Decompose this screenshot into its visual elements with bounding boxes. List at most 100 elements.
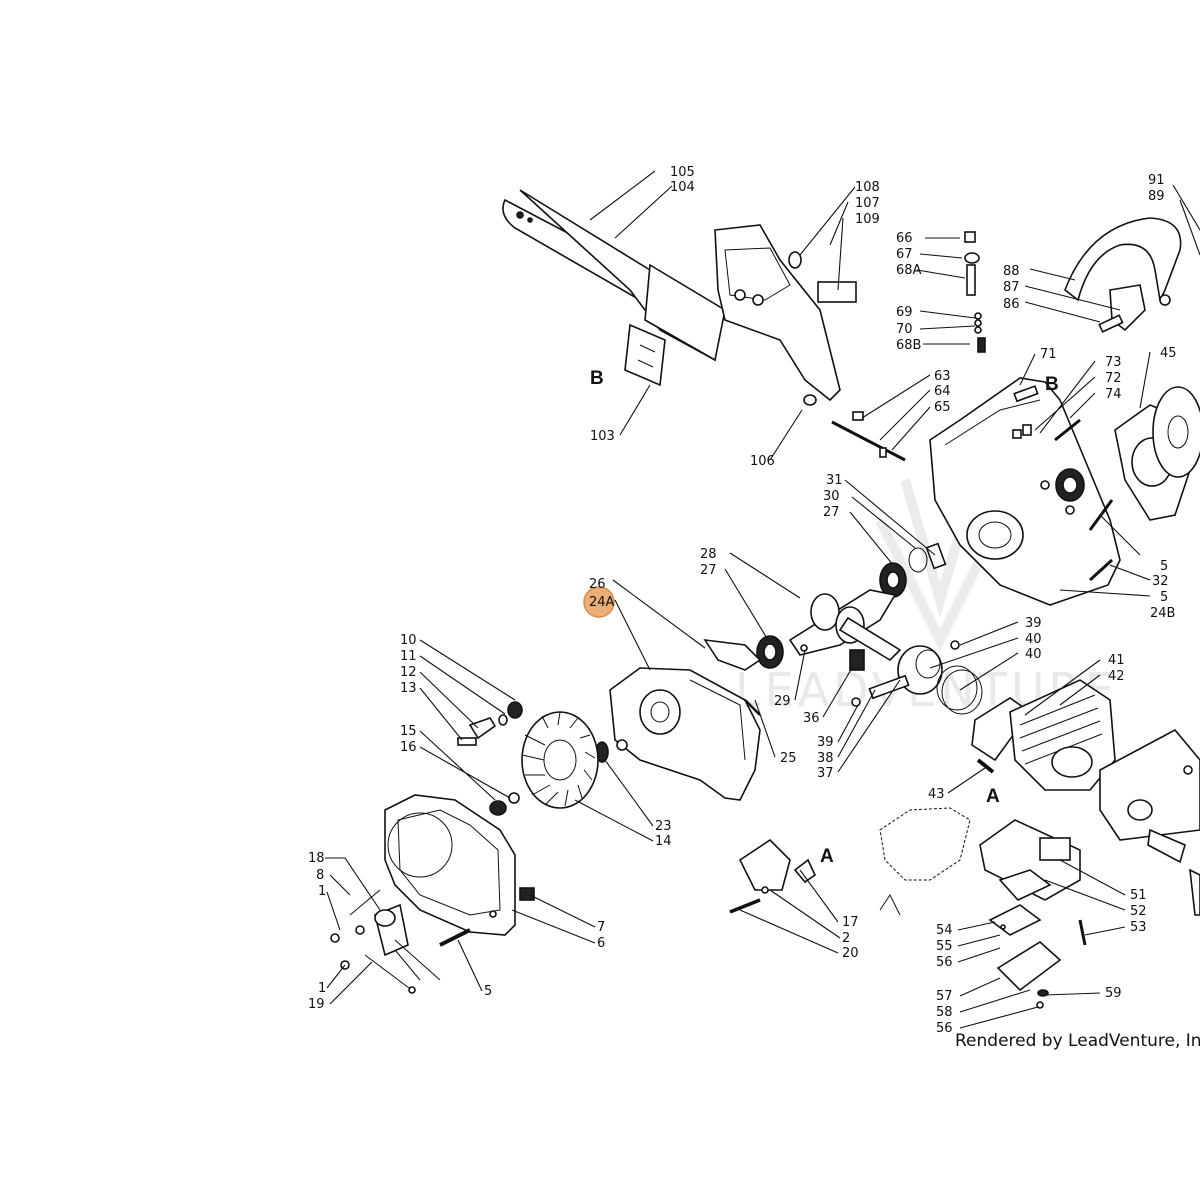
callout-107[interactable]: 107 bbox=[855, 196, 880, 211]
callout-65[interactable]: 65 bbox=[934, 400, 951, 415]
callout-27-left[interactable]: 27 bbox=[700, 563, 717, 578]
bar-plate bbox=[644, 263, 726, 362]
callout-31[interactable]: 31 bbox=[826, 473, 843, 488]
callout-56-bottom[interactable]: 56 bbox=[936, 1021, 953, 1036]
callout-17[interactable]: 17 bbox=[842, 915, 859, 930]
highlight-marker bbox=[583, 586, 615, 618]
callout-41[interactable]: 41 bbox=[1108, 653, 1125, 668]
callout-70[interactable]: 70 bbox=[896, 322, 913, 337]
callout-64[interactable]: 64 bbox=[934, 384, 951, 399]
callout-A-left[interactable]: A bbox=[820, 846, 834, 867]
callout-1-top[interactable]: 1 bbox=[318, 884, 326, 899]
callout-67[interactable]: 67 bbox=[896, 247, 913, 262]
callout-104[interactable]: 104 bbox=[670, 180, 695, 195]
callout-23[interactable]: 23 bbox=[655, 819, 672, 834]
callout-30[interactable]: 30 bbox=[823, 489, 840, 504]
crankcase-right bbox=[929, 377, 1121, 606]
callout-A-right[interactable]: A bbox=[986, 786, 1000, 807]
callout-63[interactable]: 63 bbox=[934, 369, 951, 384]
callout-5-top[interactable]: 5 bbox=[1160, 559, 1168, 574]
callout-13[interactable]: 13 bbox=[400, 681, 417, 696]
callout-57[interactable]: 57 bbox=[936, 989, 953, 1004]
callout-42[interactable]: 42 bbox=[1108, 669, 1125, 684]
label-plate bbox=[817, 281, 857, 303]
callout-19[interactable]: 19 bbox=[308, 997, 325, 1012]
callout-5-mid[interactable]: 5 bbox=[1160, 590, 1168, 605]
callout-B-right[interactable]: B bbox=[1045, 374, 1059, 395]
callout-105[interactable]: 105 bbox=[670, 165, 695, 180]
callout-14[interactable]: 14 bbox=[655, 834, 672, 849]
gasket-57 bbox=[996, 941, 1062, 992]
callout-68A[interactable]: 68A bbox=[896, 263, 922, 278]
callout-28[interactable]: 28 bbox=[700, 547, 717, 562]
callout-53[interactable]: 53 bbox=[1130, 920, 1147, 935]
callout-69[interactable]: 69 bbox=[896, 305, 913, 320]
callout-1-bottom[interactable]: 1 bbox=[318, 981, 326, 996]
callout-88[interactable]: 88 bbox=[1003, 264, 1020, 279]
callout-12[interactable]: 12 bbox=[400, 665, 417, 680]
ignition-coil bbox=[330, 889, 441, 994]
oil-adjust-parts bbox=[964, 231, 986, 353]
clutch-drum bbox=[1152, 386, 1200, 478]
callout-24B[interactable]: 24B bbox=[1150, 606, 1175, 621]
callout-7[interactable]: 7 bbox=[597, 920, 605, 935]
flywheel bbox=[521, 711, 599, 809]
callout-20[interactable]: 20 bbox=[842, 946, 859, 961]
callout-29[interactable]: 29 bbox=[774, 694, 791, 709]
callout-73[interactable]: 73 bbox=[1105, 355, 1122, 370]
callout-58[interactable]: 58 bbox=[936, 1005, 953, 1020]
callout-2[interactable]: 2 bbox=[842, 931, 850, 946]
callout-71[interactable]: 71 bbox=[1040, 347, 1057, 362]
crankcase-housing bbox=[929, 377, 1121, 606]
callout-66[interactable]: 66 bbox=[896, 231, 913, 246]
callout-59[interactable]: 59 bbox=[1105, 986, 1122, 1001]
callout-27-right[interactable]: 27 bbox=[823, 505, 840, 520]
callout-11[interactable]: 11 bbox=[400, 649, 417, 664]
render-credit: Rendered by LeadVenture, Inc bbox=[955, 1031, 1200, 1051]
callout-55[interactable]: 55 bbox=[936, 939, 953, 954]
callout-25[interactable]: 25 bbox=[780, 751, 797, 766]
muffler-shield bbox=[1099, 728, 1200, 841]
callout-68B[interactable]: 68B bbox=[896, 338, 921, 353]
callout-86[interactable]: 86 bbox=[1003, 297, 1020, 312]
callout-103[interactable]: 103 bbox=[590, 429, 615, 444]
callout-40-a[interactable]: 40 bbox=[1025, 632, 1042, 647]
callout-38[interactable]: 38 bbox=[817, 751, 834, 766]
callout-B-left[interactable]: B bbox=[590, 368, 604, 389]
callout-8[interactable]: 8 bbox=[316, 868, 324, 883]
callout-26[interactable]: 26 bbox=[589, 577, 606, 592]
callout-39-top[interactable]: 39 bbox=[1025, 616, 1042, 631]
callout-5-bottom[interactable]: 5 bbox=[484, 984, 492, 999]
callout-72[interactable]: 72 bbox=[1105, 371, 1122, 386]
callout-36[interactable]: 36 bbox=[803, 711, 820, 726]
callout-24A[interactable]: 24A bbox=[589, 595, 615, 610]
callout-43[interactable]: 43 bbox=[928, 787, 945, 802]
callout-51[interactable]: 51 bbox=[1130, 888, 1147, 903]
callout-109[interactable]: 109 bbox=[855, 212, 880, 227]
callout-45[interactable]: 45 bbox=[1160, 346, 1177, 361]
callout-18[interactable]: 18 bbox=[308, 851, 325, 866]
callout-74[interactable]: 74 bbox=[1105, 387, 1122, 402]
callout-16[interactable]: 16 bbox=[400, 740, 417, 755]
callout-52[interactable]: 52 bbox=[1130, 904, 1147, 919]
callout-39-bottom[interactable]: 39 bbox=[817, 735, 834, 750]
callout-32[interactable]: 32 bbox=[1152, 574, 1169, 589]
intake-gaskets bbox=[979, 819, 1087, 1009]
clutch-cover bbox=[1114, 386, 1200, 521]
carb-body bbox=[738, 838, 791, 891]
callout-89[interactable]: 89 bbox=[1148, 189, 1165, 204]
callout-108[interactable]: 108 bbox=[855, 180, 880, 195]
callout-10[interactable]: 10 bbox=[400, 633, 417, 648]
callout-37[interactable]: 37 bbox=[817, 766, 834, 781]
callout-87[interactable]: 87 bbox=[1003, 280, 1020, 295]
callout-6[interactable]: 6 bbox=[597, 936, 605, 951]
callout-56-top[interactable]: 56 bbox=[936, 955, 953, 970]
callout-91[interactable]: 91 bbox=[1148, 173, 1165, 188]
callout-54[interactable]: 54 bbox=[936, 923, 953, 938]
cover-screw bbox=[803, 394, 817, 406]
callout-40-b[interactable]: 40 bbox=[1025, 647, 1042, 662]
cover-nut bbox=[788, 251, 802, 269]
callout-15[interactable]: 15 bbox=[400, 724, 417, 739]
callout-106[interactable]: 106 bbox=[750, 454, 775, 469]
crankcase-left bbox=[595, 638, 762, 801]
